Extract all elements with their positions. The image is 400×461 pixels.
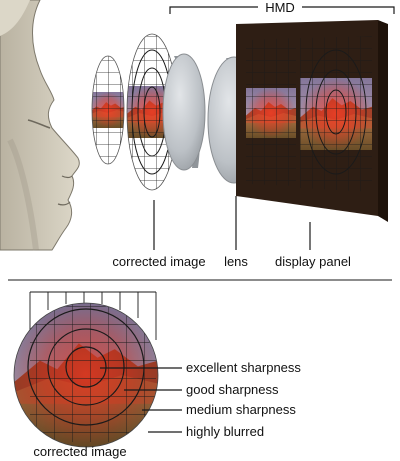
corrected-image-detail-icon <box>13 291 159 448</box>
corrected-image-callout: corrected image <box>112 254 205 269</box>
legend-good-sharpness: good sharpness <box>186 382 279 397</box>
callout-leaders <box>153 196 311 250</box>
ring-good <box>47 328 125 406</box>
display-panel-callout: display panel <box>275 254 351 269</box>
legend-excellent-sharpness: excellent sharpness <box>186 360 301 375</box>
hmd-bracket <box>169 6 395 14</box>
legend-medium-sharpness: medium sharpness <box>186 402 296 417</box>
legend-leaders <box>100 367 182 433</box>
ring-excellent <box>65 346 107 388</box>
face-profile-icon <box>0 0 80 251</box>
legend-highly-blurred: highly blurred <box>186 424 264 439</box>
corrected-image-caption: corrected image <box>33 444 126 459</box>
display-panel-icon <box>236 20 388 222</box>
lens-front-icon <box>162 53 206 171</box>
hmd-label: HMD <box>265 0 295 15</box>
lens-callout: lens <box>224 254 248 269</box>
ring-medium <box>27 308 145 426</box>
corrected-image-disc-icon <box>91 55 125 165</box>
sharpness-grid <box>29 291 157 442</box>
